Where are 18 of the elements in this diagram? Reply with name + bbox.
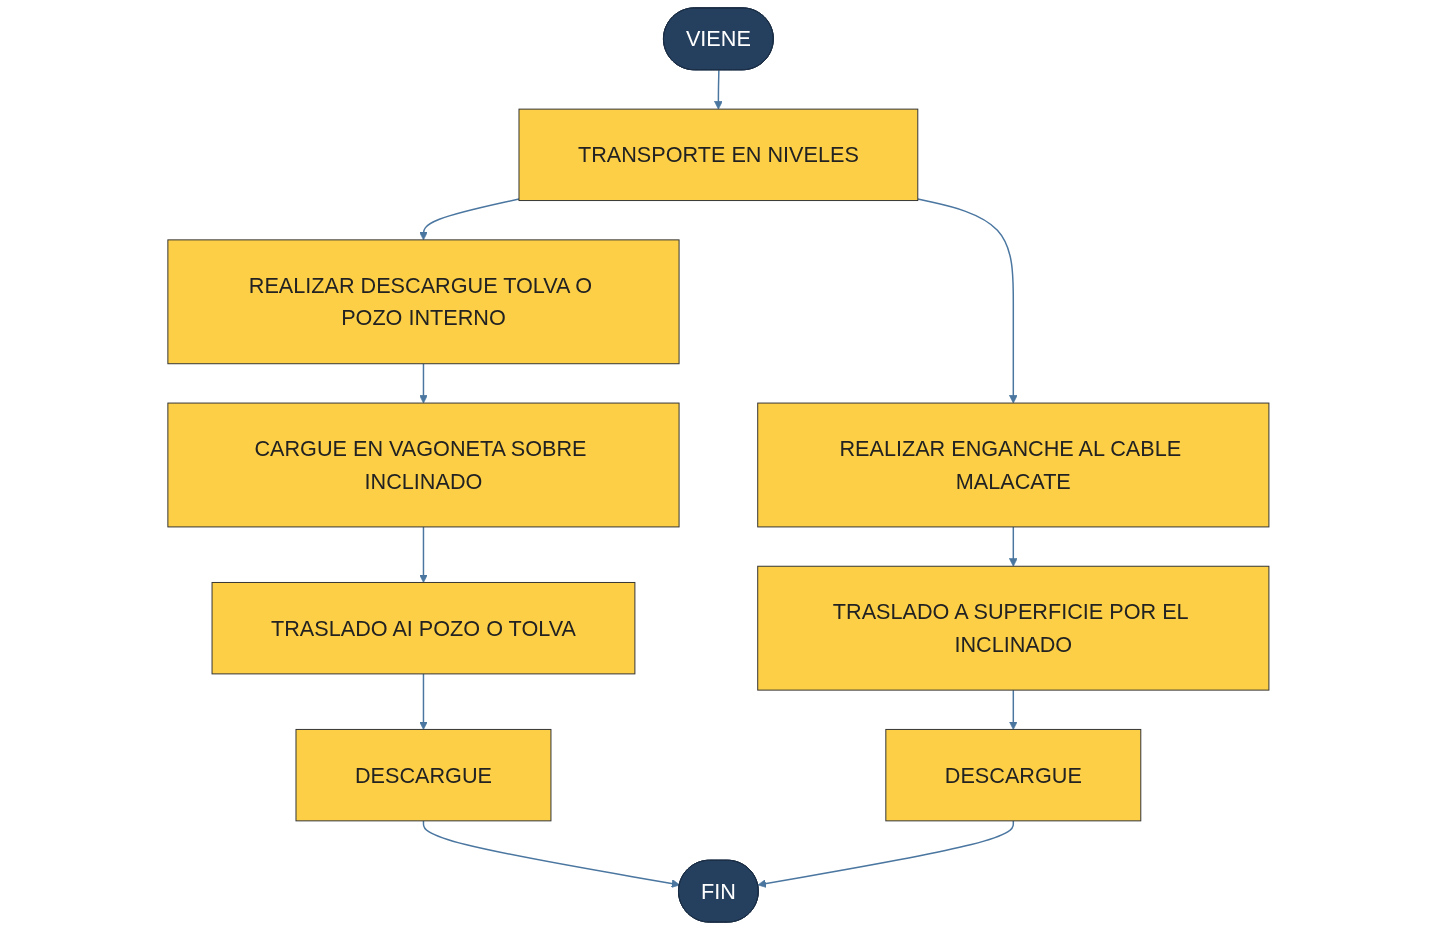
node-box: TRASLADO A SUPERFICIE POR EL INCLINADO xyxy=(757,565,1270,691)
node-box: TRASLADO AI POZO O TOLVA xyxy=(211,582,636,675)
node-box: DESCARGUE xyxy=(885,728,1142,822)
node-box: TRANSPORTE EN NIVELES xyxy=(518,108,919,202)
arrow xyxy=(1009,689,1018,730)
arrow xyxy=(757,820,1015,888)
node-box: DESCARGUE xyxy=(295,728,552,822)
arrow xyxy=(917,198,1018,404)
arrow xyxy=(419,198,520,241)
arrow xyxy=(419,526,428,583)
node-box: REALIZAR ENGANCHE AL CABLE MALACATE xyxy=(757,402,1270,528)
node-box: REALIZAR DESCARGUE TOLVA O POZO INTERNO xyxy=(167,239,680,365)
arrow xyxy=(422,820,681,888)
arrow xyxy=(1009,526,1018,567)
arrow xyxy=(419,363,428,404)
node-box: CARGUE EN VAGONETA SOBRE INCLINADO xyxy=(167,402,680,528)
arrow xyxy=(714,69,723,110)
arrow xyxy=(419,673,428,730)
